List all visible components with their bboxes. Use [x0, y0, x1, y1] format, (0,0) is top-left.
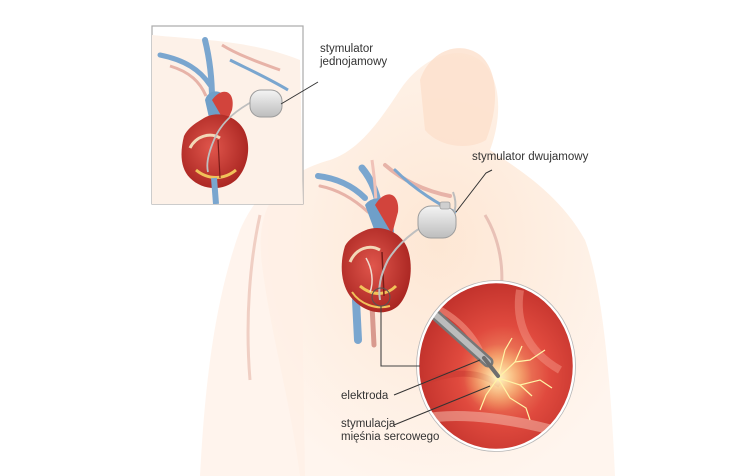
inset-single-chamber	[151, 25, 304, 205]
label-electrode: elektroda	[341, 390, 389, 402]
label-single-chamber-pacemaker: stymulator jednojamowy	[320, 43, 387, 69]
stimulation-sparks	[479, 337, 553, 421]
label-stimulation-line2: mięśnia sercowego	[341, 431, 440, 443]
label-single-chamber-line1: stymulator	[320, 43, 374, 55]
pacemaker-single-device	[249, 89, 283, 118]
electrode-tip-icon	[424, 304, 500, 378]
heart-anatomy-icon	[341, 194, 449, 313]
label-myocardial-stimulation: stymulacja mięśnia sercowego	[341, 418, 439, 444]
label-stimulation-line1: stymulacja	[341, 418, 396, 430]
pacemaker-dual-device	[417, 191, 457, 239]
label-single-chamber-line2: jednojamowy	[320, 56, 388, 68]
label-dual-chamber-pacemaker: stymulator dwujamowy	[472, 151, 589, 163]
leader-lines	[280, 81, 493, 426]
zoom-myocardium	[416, 280, 576, 452]
zoom-connector-line	[380, 306, 420, 367]
